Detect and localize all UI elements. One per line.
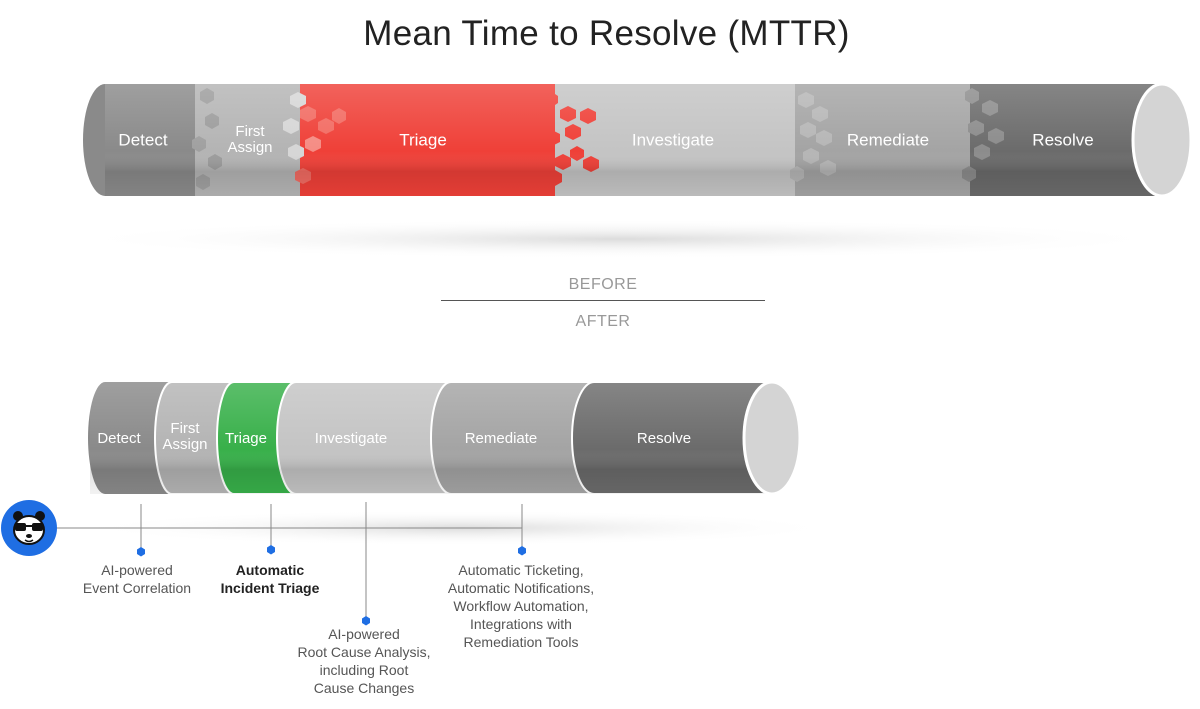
timeline-marker (518, 546, 526, 556)
panda-logo-icon (1, 500, 57, 556)
after-label-first-assign: First Assign (162, 420, 208, 453)
page-title: Mean Time to Resolve (MTTR) (363, 14, 850, 53)
before-shadow (60, 219, 1180, 259)
after-label-investigate: Investigate (314, 430, 388, 447)
annotation-root-cause: AI-powered Root Cause Analysis, includin… (297, 626, 431, 696)
annotation-event-correlation: AI-powered Event Correlation (82, 562, 192, 596)
before-label-resolve: Resolve (1032, 130, 1094, 150)
after-cylinder-cap (742, 380, 802, 496)
after-timeline (50, 502, 526, 626)
annotation-remediation-automation: Automatic Ticketing, Automatic Notificat… (447, 562, 595, 650)
before-label-triage: Triage (399, 130, 447, 150)
timeline-marker (362, 616, 370, 626)
timeline-marker (267, 545, 275, 555)
before-label-investigate: Investigate (631, 130, 715, 150)
before-cylinder-cap (1131, 82, 1193, 198)
after-label: AFTER (575, 313, 631, 330)
before-label: BEFORE (568, 276, 638, 293)
after-cylinder (88, 380, 802, 496)
before-label-detect: Detect (118, 130, 168, 150)
before-after-divider (441, 300, 765, 301)
before-label-remediate: Remediate (846, 130, 930, 150)
after-label-resolve: Resolve (636, 430, 692, 447)
annotation-incident-triage: Automatic Incident Triage (220, 562, 320, 596)
after-label-remediate: Remediate (464, 430, 538, 447)
after-label-detect: Detect (97, 430, 141, 447)
after-label-triage: Triage (225, 430, 267, 447)
timeline-marker (137, 547, 145, 557)
before-cylinder (83, 82, 1193, 198)
before-label-first-assign: First Assign (227, 123, 273, 156)
